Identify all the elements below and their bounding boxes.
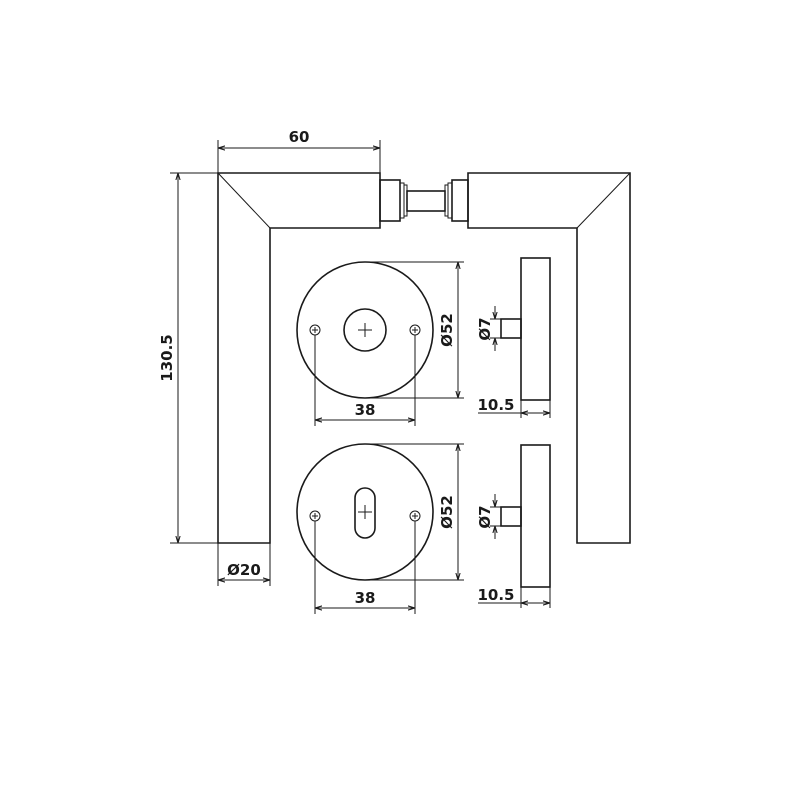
dimension-label-60: 60 [289,128,310,146]
dimension-label-7-top: Ø7 [476,317,494,340]
dimension-label-52-bottom: Ø52 [438,495,456,529]
rose-side-view-top: Ø7 10.5 [476,257,551,418]
rose-escutcheon-front: 38 Ø52 [296,443,464,614]
dimension-lever-diameter: Ø20 [217,543,271,586]
dimension-lever-projection: 60 [217,128,381,173]
rose-side-view-bottom: Ø7 10.5 [476,444,551,608]
spindle-assembly [379,179,469,222]
dimension-label-130-5: 130.5 [158,334,176,381]
left-lever [217,172,381,544]
dimension-label-38-top: 38 [355,401,376,419]
dimension-label-52-top: Ø52 [438,313,456,347]
dimension-label-20: Ø20 [227,561,261,579]
dimension-label-38-bottom: 38 [355,589,376,607]
dimension-lever-height: 130.5 [158,172,218,544]
dimension-label-10-5-top: 10.5 [477,396,514,414]
rose-lever-front: 38 Ø52 [296,261,464,426]
dimension-label-10-5-bottom: 10.5 [477,586,514,604]
dimension-label-7-bottom: Ø7 [476,505,494,528]
right-lever [467,172,631,544]
